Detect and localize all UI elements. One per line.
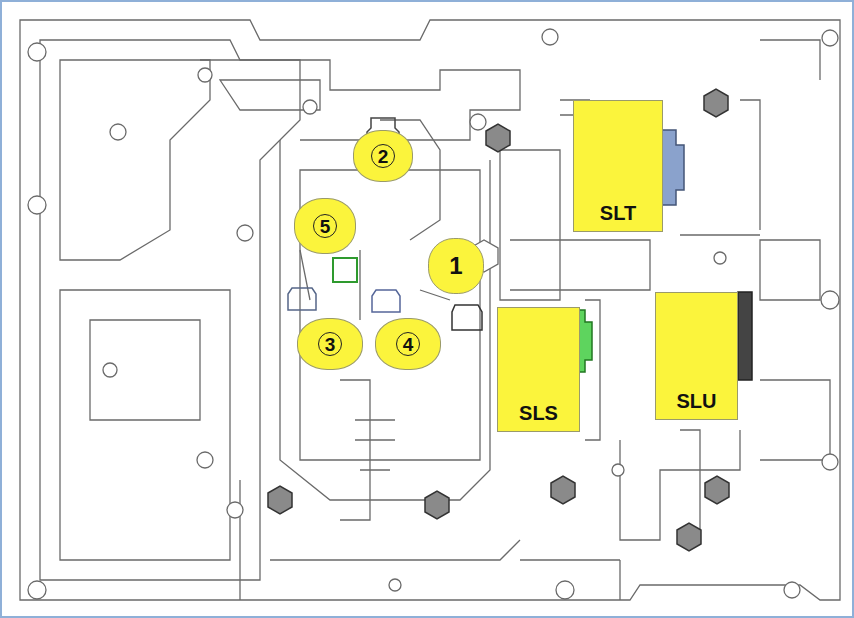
solenoid-box: SLS [497,307,580,432]
solenoid-box: SLU [655,292,738,420]
solenoid-callout: 4 [375,318,441,370]
solenoid-name: SLU [677,391,717,411]
solenoid-box: SLT [573,100,663,232]
callout-number: 2 [371,144,395,168]
solenoid-callout: 3 [297,318,363,370]
callout-number: 5 [313,214,337,238]
solenoid-callout: 2 [353,130,413,182]
solenoid-name: SLT [600,203,636,223]
callout-number: 3 [318,332,342,356]
callout-number: 1 [449,254,462,278]
solenoid-name: SLS [519,403,558,423]
callout-number: 4 [396,332,420,356]
solenoid-callout: 1 [428,238,484,294]
solenoid-callout: 5 [294,198,356,254]
